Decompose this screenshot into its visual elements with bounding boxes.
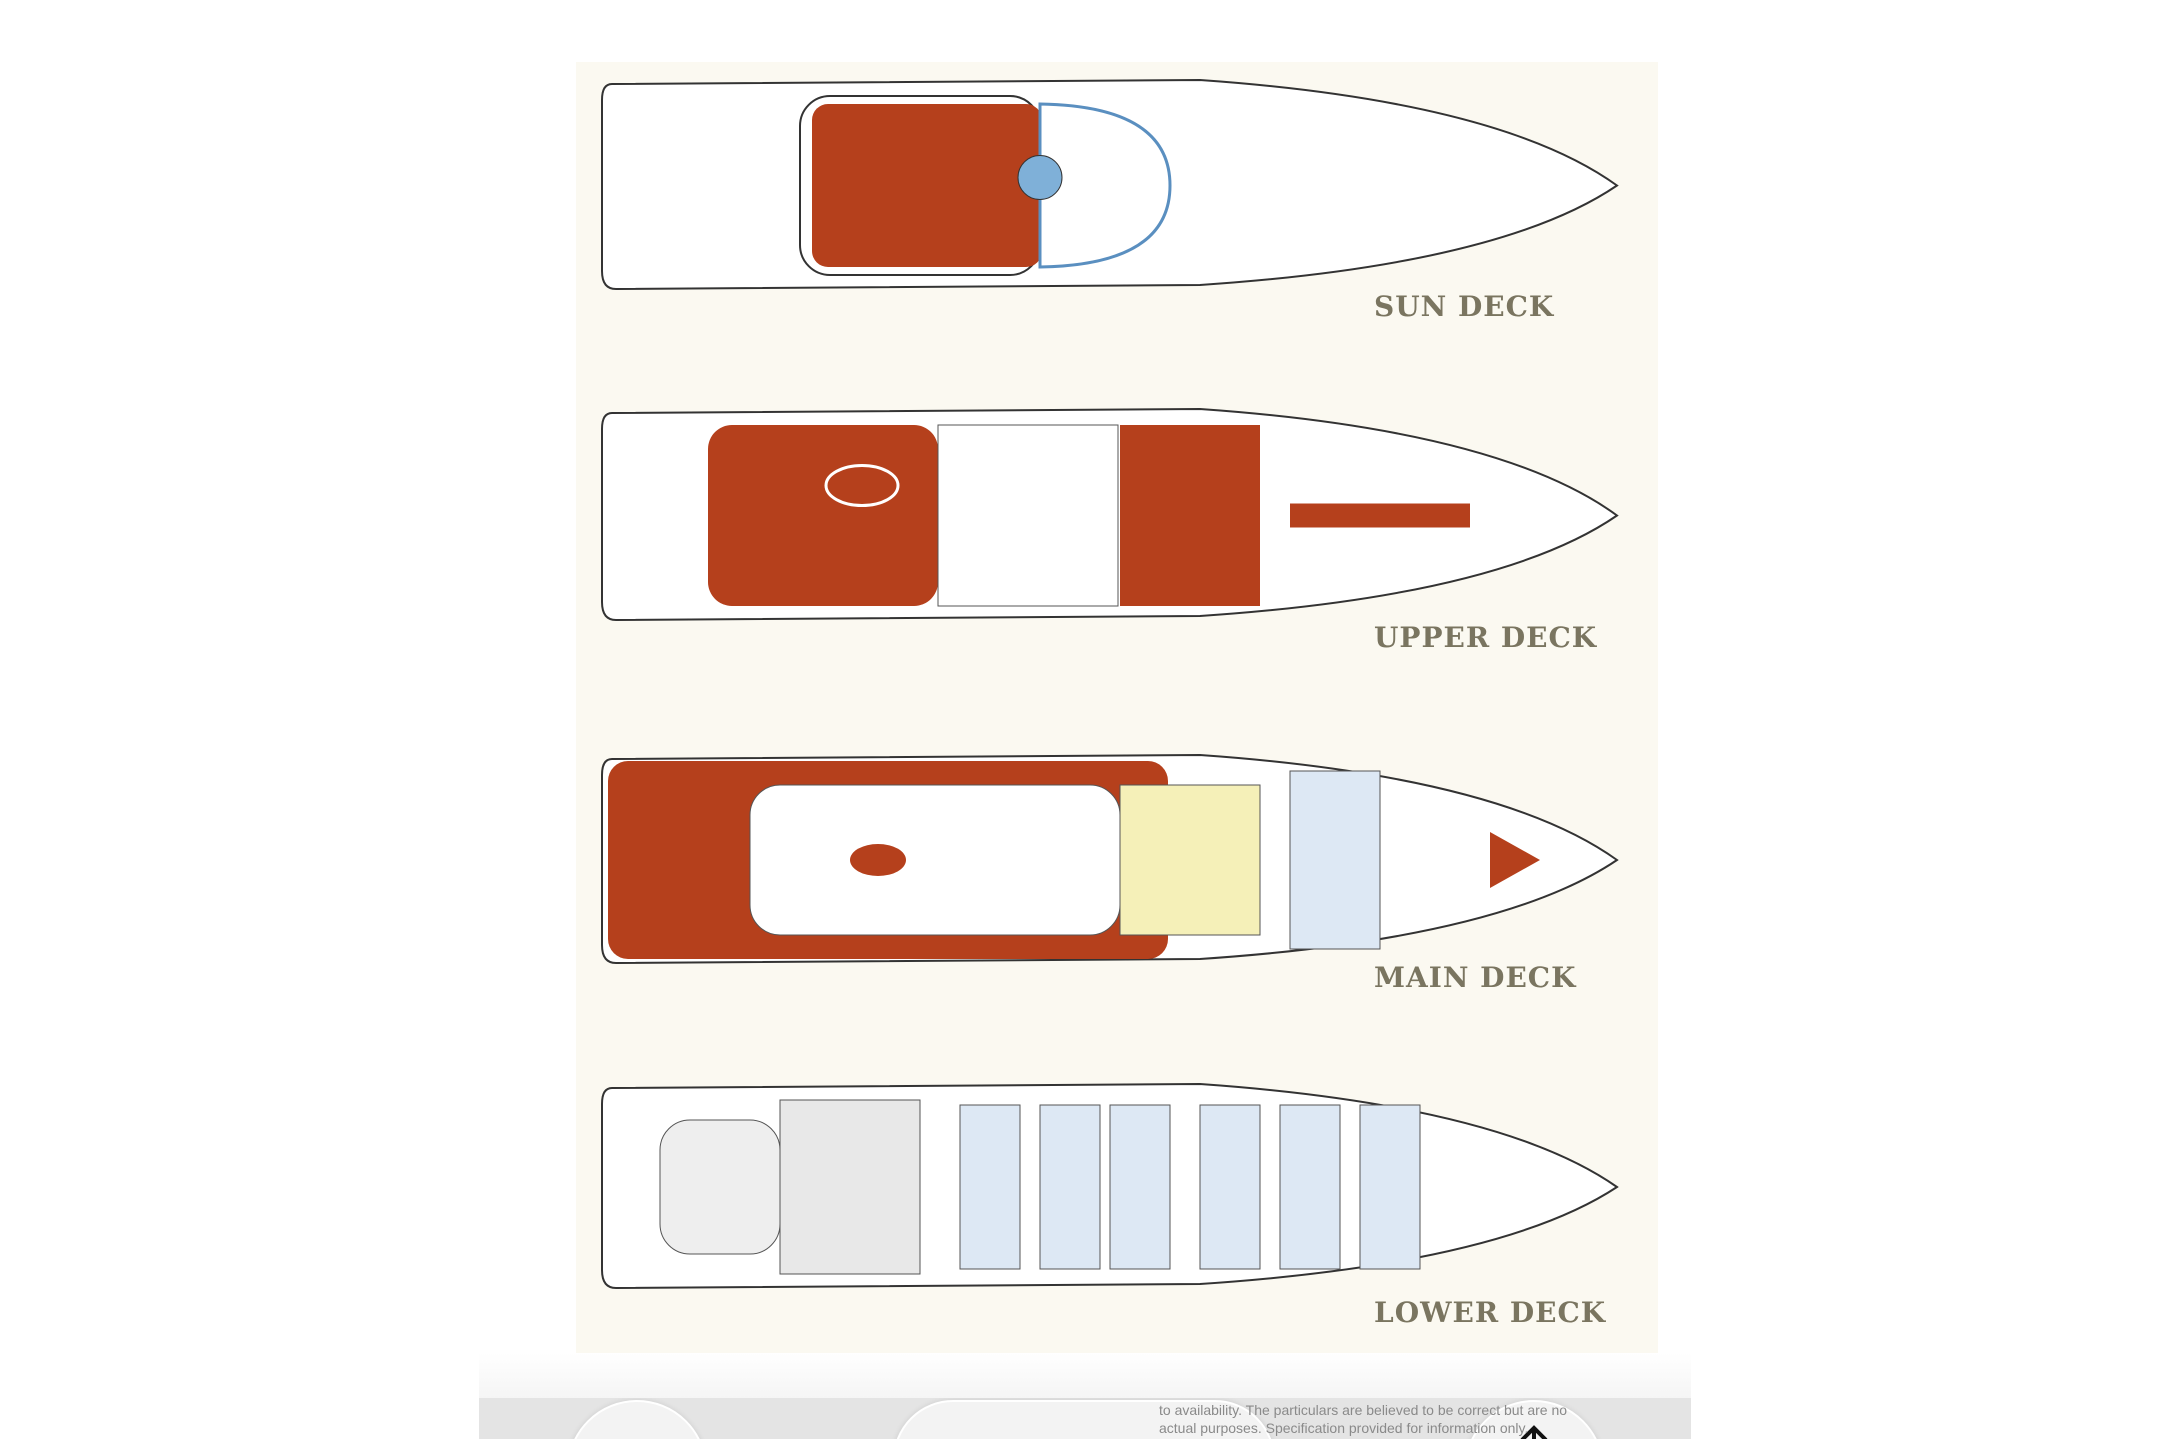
disclaimer-line-2: actual purposes. Specification provided … — [1159, 1420, 1529, 1436]
guest-cabin-1 — [959, 1104, 1021, 1270]
tender-garage — [659, 1119, 781, 1255]
guest-cabin-6 — [1359, 1104, 1421, 1270]
foredeck-walkway — [1290, 503, 1470, 528]
guest-cabin-4 — [1199, 1104, 1261, 1270]
arrow-up-icon — [1520, 1425, 1548, 1439]
upper-deck-bridge — [1120, 425, 1260, 606]
sun-deck-windscreen — [1038, 102, 1172, 269]
sky-lounge — [937, 424, 1119, 607]
upper-deck-label: UPPER DECK — [1374, 621, 1598, 654]
jacuzzi — [1017, 155, 1063, 200]
foredeck-teak — [1490, 832, 1540, 888]
salon-table — [850, 844, 906, 876]
main-deck-label: MAIN DECK — [1374, 961, 1577, 994]
guest-cabin-5 — [1279, 1104, 1341, 1270]
guest-cabin-2 — [1039, 1104, 1101, 1270]
master-cabin — [1289, 770, 1381, 950]
lower-deck-label: LOWER DECK — [1374, 1296, 1607, 1329]
galley — [1119, 784, 1261, 936]
engine-room — [779, 1099, 921, 1275]
main-salon — [749, 784, 1121, 936]
guest-cabin-3 — [1109, 1104, 1171, 1270]
sun-deck-label: SUN DECK — [1374, 290, 1555, 323]
deck-plan-image: SUN DECK UPPER DECK MAIN DECK LOWER DECK — [576, 62, 1658, 1353]
sun-deck-teak — [812, 104, 1042, 267]
disclaimer-line-1: to availability. The particulars are bel… — [1159, 1402, 1568, 1418]
deck-plan-drawing — [601, 78, 1619, 1290]
circle-button[interactable] — [567, 1400, 707, 1439]
scroll-fade — [479, 1353, 1691, 1398]
bottom-toolbar: to availability. The particulars are bel… — [479, 1398, 1691, 1439]
dining-table — [824, 464, 900, 507]
upper-deck-aft-teak — [708, 425, 938, 606]
